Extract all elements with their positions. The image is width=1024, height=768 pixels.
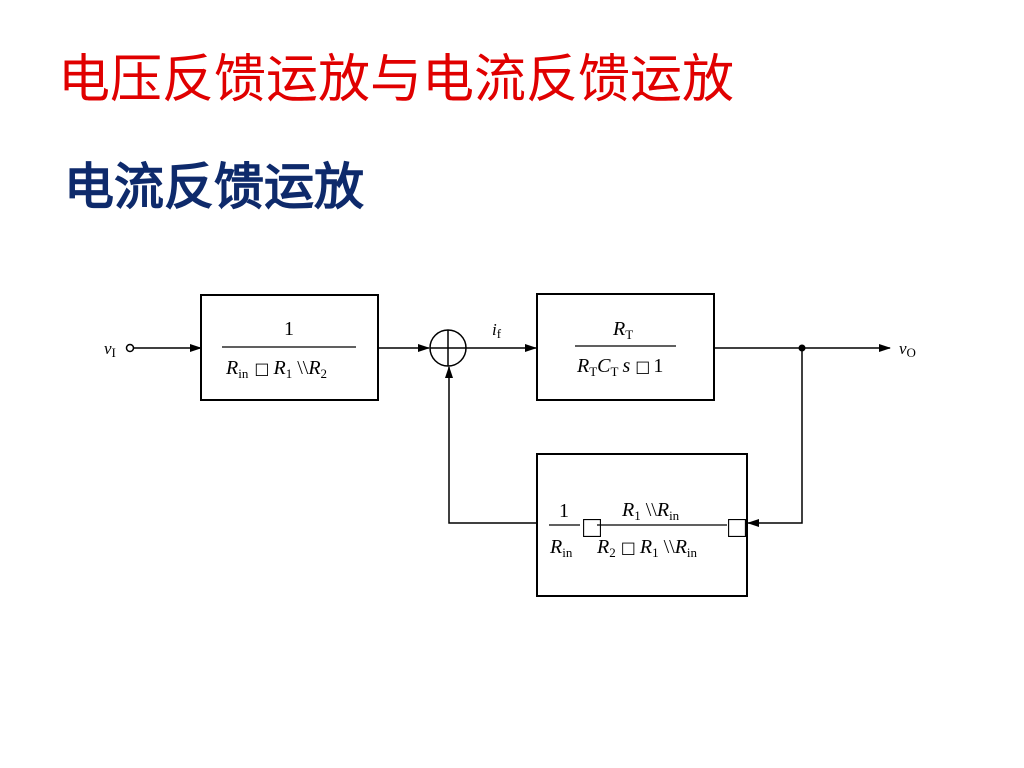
feedback-frac2-denominator: R2□R1 \\Rin — [596, 536, 698, 560]
feedback-frac2-numerator: R1 \\Rin — [621, 499, 680, 523]
slide-subtitle: 电流反馈运放 — [64, 158, 364, 216]
input-label: vI — [104, 339, 116, 360]
feedback-bracket-right: □ — [728, 511, 747, 544]
block1-denominator: Rin□R1 \\R2 — [225, 357, 327, 381]
slide-title: 电压反馈运放与电流反馈运放 — [58, 50, 735, 110]
feedback-line-right — [747, 348, 803, 527]
block1-numerator: 1 — [284, 318, 294, 340]
input-terminal — [125, 343, 135, 353]
output-label: vO — [899, 339, 916, 360]
output-node-dot — [798, 344, 806, 352]
block2-box — [536, 293, 715, 401]
feedback-frac1-denominator: Rin — [549, 536, 573, 560]
feedback-frac1-numerator: 1 — [559, 500, 569, 522]
feedback-line-left — [445, 366, 537, 524]
feedback-bracket-left: □ — [583, 511, 602, 544]
summing-junction — [429, 329, 467, 367]
block2-numerator: RT — [612, 318, 633, 342]
feedback-current-label: if — [492, 320, 502, 341]
